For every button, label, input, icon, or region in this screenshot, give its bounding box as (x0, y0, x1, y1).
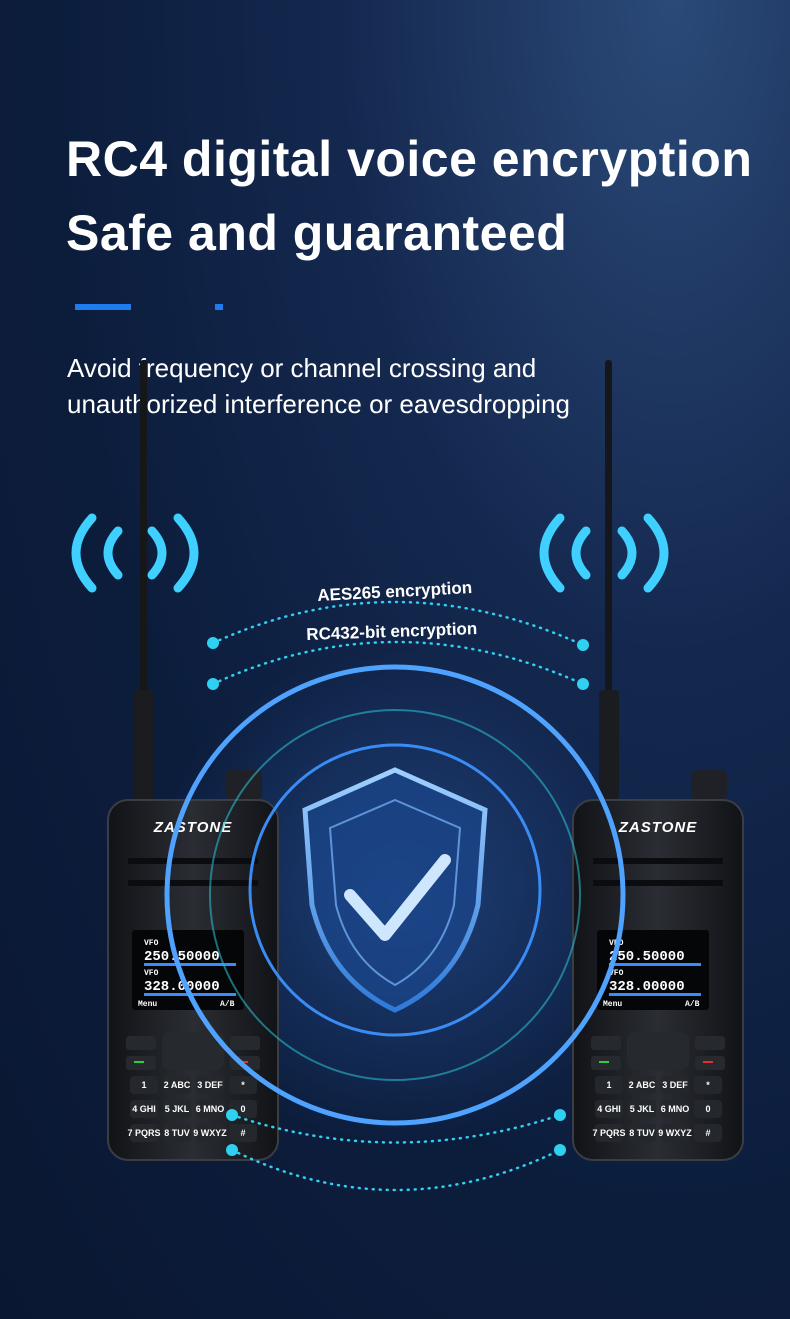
svg-text:5 JKL: 5 JKL (165, 1104, 190, 1114)
keypad-key-right: 1 (595, 1076, 623, 1094)
svg-text:8 TUV: 8 TUV (164, 1128, 190, 1138)
svg-text:4 GHI: 4 GHI (132, 1104, 156, 1114)
keypad-key-right: 7 PQRS (592, 1124, 626, 1142)
svg-text:2 ABC: 2 ABC (164, 1080, 191, 1090)
svg-text:#: # (705, 1128, 710, 1138)
keypad-key-right: 0 (694, 1100, 722, 1118)
keypad-key-right: 6 MNO (661, 1100, 690, 1118)
subtitle-line-2: unauthorized interference or eavesdroppi… (67, 389, 571, 419)
svg-text:6 MNO: 6 MNO (661, 1104, 690, 1114)
keypad-key-left: # (229, 1124, 257, 1142)
keypad-key-right: 4 GHI (595, 1100, 623, 1118)
shield-check-icon (302, 767, 488, 1013)
keypad-key-right: 5 JKL (628, 1100, 656, 1118)
signal-waves-icon (71, 513, 669, 593)
headline: RC4 digital voice encryption Safe and gu… (66, 122, 752, 270)
svg-text:1: 1 (141, 1080, 146, 1090)
svg-text:*: * (241, 1080, 245, 1090)
svg-text:9 WXYZ: 9 WXYZ (193, 1128, 227, 1138)
svg-text:6 MNO: 6 MNO (196, 1104, 225, 1114)
keypad-key-left: 9 WXYZ (193, 1124, 227, 1142)
keypad-key-left: 4 GHI (130, 1100, 158, 1118)
svg-text:4 GHI: 4 GHI (597, 1104, 621, 1114)
rc4-encryption-label: RC432-bit encryption (306, 619, 478, 644)
keypad-key-right: 8 TUV (628, 1124, 656, 1142)
keypad-key-left: 5 JKL (163, 1100, 191, 1118)
headline-line-1: RC4 digital voice encryption (66, 131, 753, 187)
svg-text:7 PQRS: 7 PQRS (592, 1128, 625, 1138)
keypad-key-right: 9 WXYZ (658, 1124, 692, 1142)
keypad-key-left: * (229, 1076, 257, 1094)
keypad-key-right: 2 ABC (628, 1076, 656, 1094)
keypad-key-right: * (694, 1076, 722, 1094)
keypad-key-left: 3 DEF (196, 1076, 224, 1094)
subtitle: Avoid frequency or channel crossing and … (67, 350, 570, 422)
keypad-key-left: 6 MNO (196, 1100, 225, 1118)
keypad-key-left: 1 (130, 1076, 158, 1094)
keypad-key-right: 3 DEF (661, 1076, 689, 1094)
svg-text:8 TUV: 8 TUV (629, 1128, 655, 1138)
svg-text:2 ABC: 2 ABC (629, 1080, 656, 1090)
aes-encryption-label: AES265 encryption (317, 578, 473, 605)
svg-text:7 PQRS: 7 PQRS (127, 1128, 160, 1138)
svg-text:3 DEF: 3 DEF (662, 1080, 688, 1090)
keypad-key-left: 8 TUV (163, 1124, 191, 1142)
headline-line-2: Safe and guaranteed (66, 205, 568, 261)
inner-ring (248, 743, 542, 1037)
keypad-key-left: 2 ABC (163, 1076, 191, 1094)
middle-ring (209, 709, 581, 1081)
svg-text:*: * (706, 1080, 710, 1090)
svg-text:1: 1 (606, 1080, 611, 1090)
svg-text:5 JKL: 5 JKL (630, 1104, 655, 1114)
svg-text:#: # (240, 1128, 245, 1138)
keypad-key-right: # (694, 1124, 722, 1142)
svg-text:0: 0 (705, 1104, 710, 1114)
svg-text:3 DEF: 3 DEF (197, 1080, 223, 1090)
svg-text:9 WXYZ: 9 WXYZ (658, 1128, 692, 1138)
keypad-key-left: 7 PQRS (127, 1124, 161, 1142)
outer-ring (164, 664, 626, 1126)
svg-text:0: 0 (240, 1104, 245, 1114)
